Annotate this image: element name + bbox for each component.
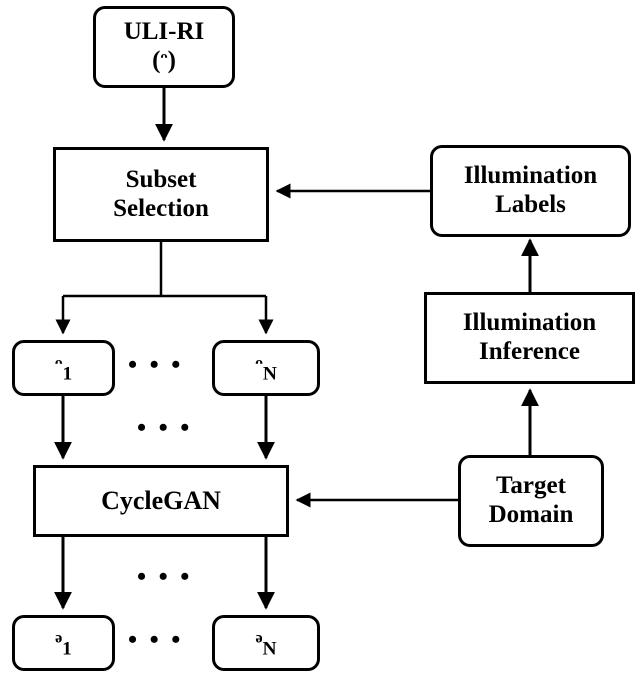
node-cyclegan-label: CycleGAN bbox=[101, 486, 221, 516]
node-subset-v1[interactable]: ᵔ1 bbox=[12, 340, 115, 396]
ellipsis-between-outputs: • • • bbox=[128, 625, 184, 654]
node-output-s1[interactable]: ᵊ1 bbox=[12, 615, 115, 671]
node-uli-ri-line-2: (ᵔ) bbox=[152, 47, 176, 74]
node-illumination-inference-line-2: Inference bbox=[479, 338, 580, 365]
node-subset-selection[interactable]: Subset Selection bbox=[53, 147, 269, 242]
ellipsis-above-outputs: • • • bbox=[137, 562, 193, 591]
node-illumination-inference-line-1: Illumination bbox=[462, 309, 597, 337]
node-output-s1-label: ᵊ1 bbox=[55, 625, 72, 659]
node-illumination-labels-line-1: Illumination bbox=[463, 162, 598, 190]
node-illumination-inference[interactable]: Illumination Inference bbox=[424, 292, 635, 384]
edge-subset-to-subsets bbox=[55, 242, 274, 335]
node-illumination-labels[interactable]: Illumination Labels bbox=[430, 145, 631, 237]
node-output-sn[interactable]: ᵊN bbox=[212, 615, 320, 671]
node-uli-ri-line-1: ULI-RI bbox=[123, 18, 205, 46]
node-subset-v1-label: ᵔ1 bbox=[54, 350, 73, 384]
node-cyclegan[interactable]: CycleGAN bbox=[33, 465, 289, 537]
node-subset-vn-label: ᵔN bbox=[255, 350, 277, 384]
node-subset-selection-line-2: Selection bbox=[113, 194, 209, 222]
node-target-domain-line-2: Domain bbox=[488, 501, 574, 528]
node-illumination-labels-line-2: Labels bbox=[495, 191, 566, 218]
node-uli-ri[interactable]: ULI-RI (ᵔ) bbox=[93, 6, 235, 88]
ellipsis-below-subsets: • • • bbox=[137, 413, 193, 442]
node-target-domain[interactable]: Target Domain bbox=[458, 455, 604, 547]
node-subset-vn[interactable]: ᵔN bbox=[212, 340, 320, 396]
ellipsis-between-subsets: • • • bbox=[128, 350, 184, 379]
node-output-sn-label: ᵊN bbox=[255, 625, 277, 659]
node-target-domain-line-1: Target bbox=[496, 472, 566, 500]
node-subset-selection-line-1: Subset bbox=[125, 165, 197, 193]
